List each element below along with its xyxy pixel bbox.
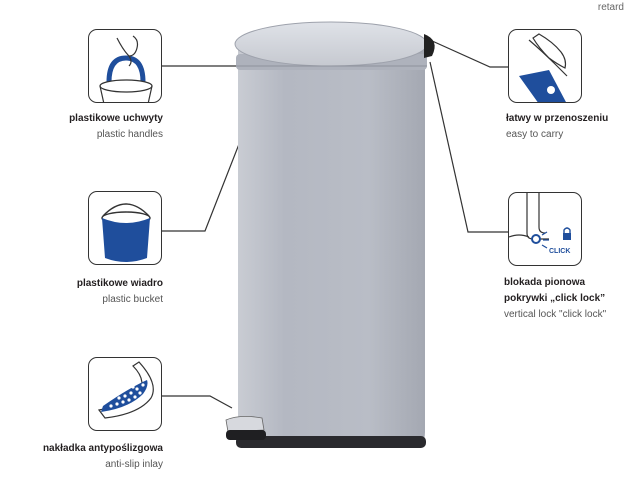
- label-antislip-pl: nakładka antypoślizgowa: [42, 443, 163, 454]
- label-lock-en: vertical lock "click lock": [504, 309, 607, 320]
- label-handles-en: plastic handles: [96, 129, 163, 140]
- bin-base: [236, 436, 426, 448]
- carry-icon: [508, 29, 582, 103]
- click-label: CLICK: [549, 248, 570, 255]
- label-carry-pl: łatwy w przenoszeniu: [506, 113, 609, 124]
- label-lock-pl-1: blokada pionowa: [504, 277, 586, 288]
- callout-handles: plastikowe uchwyty plastic handles: [3, 111, 163, 143]
- callout-antislip: nakładka antypoślizgowa anti-slip inlay: [3, 441, 163, 473]
- click-lock-icon: CLICK: [508, 192, 582, 266]
- bucket-icon: [88, 191, 162, 265]
- pedal: [225, 416, 265, 433]
- label-lock-pl-2: pokrywki „click lock”: [504, 293, 606, 304]
- corner-text: retard: [597, 2, 624, 13]
- callout-carry: łatwy w przenoszeniu easy to carry: [506, 111, 624, 143]
- label-antislip-en: anti-slip inlay: [105, 459, 163, 470]
- label-bucket-pl: plastikowe wiadro: [76, 278, 163, 289]
- bin-lid: [234, 21, 428, 67]
- handles-icon: [88, 29, 162, 103]
- bin-body: [238, 50, 425, 446]
- callout-lock: blokada pionowa pokrywki „click lock” ve…: [504, 275, 624, 323]
- antislip-icon: [88, 357, 162, 431]
- callout-bucket: plastikowe wiadro plastic bucket: [3, 276, 163, 308]
- label-carry-en: easy to carry: [506, 129, 564, 140]
- bin-hinge: [424, 34, 435, 58]
- label-bucket-en: plastic bucket: [102, 294, 163, 305]
- padlock-icon: [563, 233, 571, 240]
- label-handles-pl: plastikowe uchwyty: [69, 113, 163, 124]
